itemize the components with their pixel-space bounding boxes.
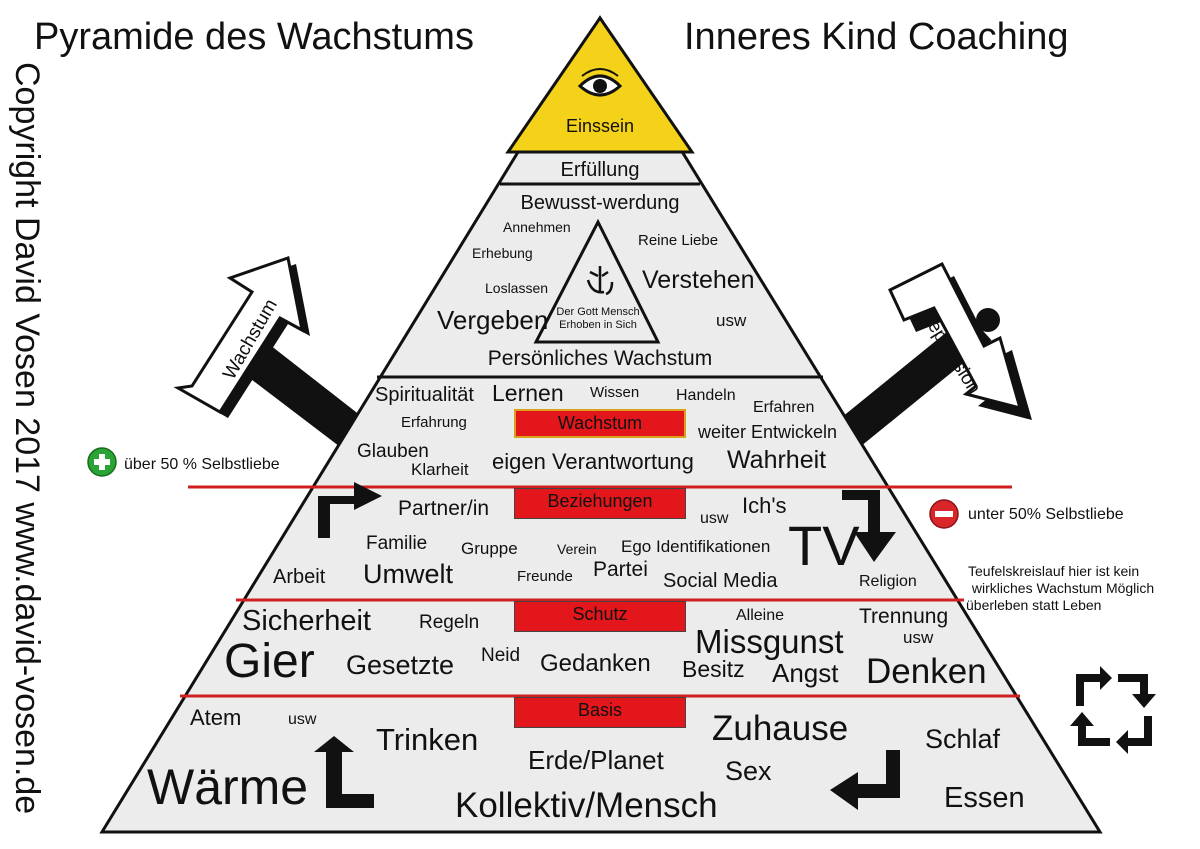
word-vergeben: Vergeben	[437, 305, 549, 335]
page-title-left: Pyramide des Wachstums	[34, 16, 474, 58]
schutz-badge: Schutz	[514, 601, 686, 632]
plus-selbstliebe-label: über 50 % Selbstliebe	[124, 456, 280, 473]
word-trinken: Trinken	[376, 722, 479, 757]
word-ichs: Ich's	[742, 493, 787, 518]
word-klarheit: Klarheit	[411, 460, 469, 479]
word-handeln: Handeln	[676, 387, 736, 404]
wachstum-badge: Wachstum	[514, 409, 686, 438]
erfuellung-label: Erfüllung	[560, 159, 640, 181]
basis-badge: Basis	[514, 697, 686, 728]
word-spiritualitaet: Spiritualität	[375, 384, 474, 406]
turn-right-arrow-icon	[318, 482, 382, 538]
word-usw-beziehungen: usw	[700, 510, 729, 527]
word-social-media: Social Media	[663, 570, 778, 592]
word-sicherheit: Sicherheit	[242, 605, 371, 637]
word-angst: Angst	[772, 658, 839, 688]
word-usw-schutz: usw	[903, 628, 934, 647]
word-arbeit: Arbeit	[273, 566, 326, 588]
word-verstehen: Verstehen	[642, 266, 755, 294]
word-sex: Sex	[725, 756, 772, 786]
word-erhebung: Erhebung	[472, 245, 533, 261]
word-gruppe: Gruppe	[461, 539, 518, 558]
word-partei: Partei	[593, 558, 648, 581]
word-ego-identifikationen: Ego Identifikationen	[621, 537, 771, 556]
word-denken: Denken	[866, 652, 987, 691]
teufelskreis-line3: überleben statt Leben	[966, 597, 1102, 613]
word-missgunst: Missgunst	[695, 623, 844, 660]
word-familie: Familie	[366, 533, 428, 554]
heart-mind-symbol-icon	[586, 266, 614, 296]
word-kollektiv-mensch: Kollektiv/Mensch	[455, 786, 718, 825]
bewusstwerdung-label: Bewusst-werdung	[520, 192, 680, 214]
word-freunde: Freunde	[517, 568, 573, 585]
eye-icon	[577, 68, 623, 97]
word-gier: Gier	[224, 635, 315, 688]
word-reine-liebe: Reine Liebe	[638, 232, 719, 249]
word-usw-persoenlich: usw	[716, 311, 747, 330]
word-besitz: Besitz	[682, 656, 745, 682]
inner-triangle-line1: Der Gott Mensch	[556, 306, 640, 318]
word-wissen: Wissen	[590, 384, 640, 401]
word-waerme: Wärme	[147, 759, 309, 815]
word-trennung: Trennung	[859, 605, 949, 628]
word-neid: Neid	[481, 645, 521, 666]
word-essen: Essen	[944, 782, 1025, 814]
word-weiter-entwickeln: weiter Entwickeln	[698, 422, 838, 442]
word-loslassen: Loslassen	[485, 280, 549, 296]
minus-selbstliebe-label: unter 50% Selbstliebe	[968, 506, 1124, 523]
word-alleine: Alleine	[736, 607, 785, 624]
plus-circle-icon	[87, 447, 117, 477]
word-erfahrung: Erfahrung	[401, 414, 467, 431]
inner-triangle-line2: Erhoben in Sich	[559, 319, 637, 331]
word-regeln: Regeln	[419, 612, 480, 633]
word-usw-basis: usw	[288, 711, 317, 728]
word-eigen-verantwortung: eigen Verantwortung	[492, 449, 694, 474]
minus-circle-icon	[929, 499, 959, 529]
copyright-vertical-text: Copyright David Vosen 2017 www.david-vos…	[8, 62, 46, 815]
persoenliches-wachstum-label: Persönliches Wachstum	[487, 347, 713, 370]
teufelskreis-line2: wirkliches Wachstum Möglich	[968, 580, 1155, 596]
word-schlaf: Schlaf	[925, 724, 1001, 754]
word-glauben: Glauben	[357, 441, 429, 462]
word-religion: Religion	[859, 573, 917, 590]
inner-triangle	[533, 218, 661, 344]
word-annehmen: Annehmen	[503, 219, 571, 235]
apex-label: Einssein	[565, 116, 635, 136]
wachstum-signpost-icon	[173, 256, 364, 446]
cycle-arrows-icon	[1070, 666, 1156, 754]
word-erfahren: Erfahren	[753, 399, 815, 416]
turn-down-arrow-icon	[842, 490, 896, 562]
word-gedanken: Gedanken	[540, 650, 651, 677]
down-left-arrow-icon	[830, 750, 900, 810]
word-gesetzte: Gesetzte	[346, 650, 455, 680]
up-arrow-icon	[314, 736, 374, 808]
word-verein: Verein	[557, 541, 597, 557]
beziehungen-badge: Beziehungen	[514, 488, 686, 519]
word-lernen: Lernen	[492, 380, 564, 406]
word-partner: Partner/in	[398, 497, 490, 520]
depression-signpost-icon	[838, 261, 1032, 446]
word-erde-planet: Erde/Planet	[528, 745, 664, 775]
word-zuhause: Zuhause	[712, 709, 849, 748]
word-tv: TV	[788, 514, 860, 577]
teufelskreis-line1: Teufelskreislauf hier ist kein	[968, 563, 1140, 579]
word-umwelt: Umwelt	[363, 559, 454, 589]
page-title-right: Inneres Kind Coaching	[684, 16, 1069, 58]
word-wahrheit: Wahrheit	[727, 446, 827, 474]
word-atem: Atem	[190, 705, 242, 730]
